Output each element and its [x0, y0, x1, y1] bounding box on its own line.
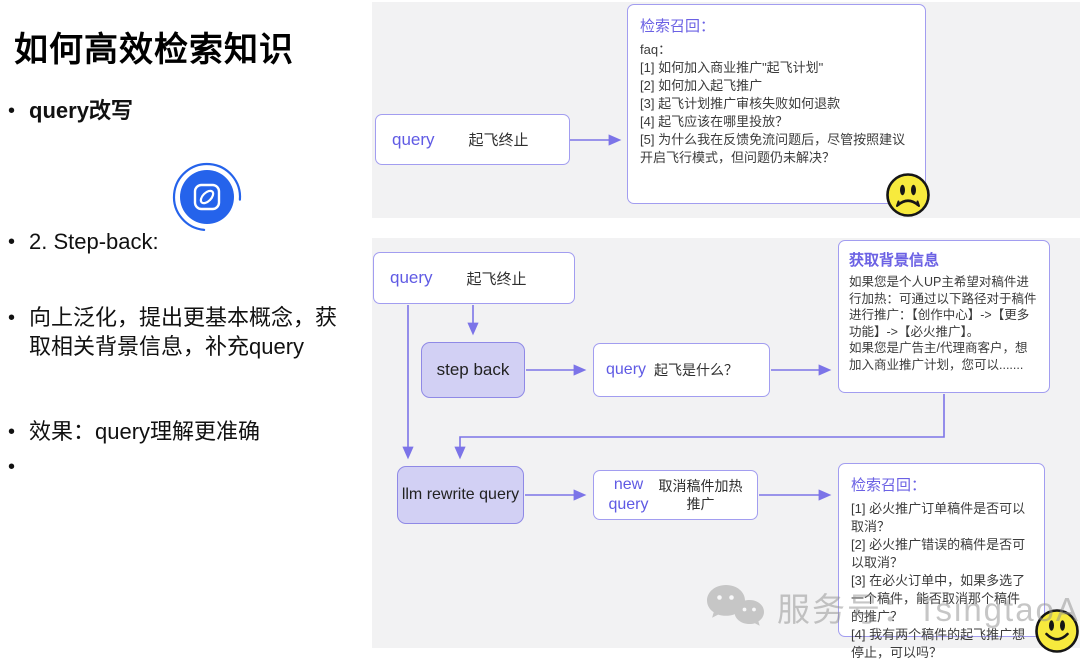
query-value: 起飞是什么？ [654, 362, 739, 378]
query-label: query [390, 268, 433, 287]
recall-line: [2] 必火推广错误的稿件是否可以取消？ [851, 536, 1026, 570]
generalized-query-box: query 起飞是什么？ [593, 343, 770, 397]
query-label: query [606, 361, 647, 378]
new-query-value-line1: 取消稿件加热 [658, 477, 743, 494]
watermark: 服务号：TsingtaoAI [703, 583, 1080, 631]
bullet-generalize: 向上泛化，提出更基本概念，获取相关背景信息，补充query [0, 303, 348, 361]
background-info-line: 如果您是广告主/代理商客户，想加入商业推广计划，您可以....... [849, 341, 1028, 372]
bullet-query-rewrite: query改写 [0, 96, 350, 125]
llm-rewrite-query-box: llm rewrite query [397, 466, 524, 524]
bullet-text: 2. Step-back: [29, 229, 159, 254]
retrieval-recall-box-top: 检索召回： faq： [1] 如何加入商业推广"起飞计划" [2] 如何加入起飞… [627, 4, 926, 204]
new-query-label-line2: query [608, 496, 649, 513]
recall-title: 检索召回： [851, 477, 927, 494]
recall-line: [1] 必火推广订单稿件是否可以取消？ [851, 501, 1026, 534]
step-back-label: step back [436, 360, 510, 379]
new-query-value-line2: 推广 [686, 496, 715, 512]
recall-line: [1] 如何加入商业推广"起飞计划" [640, 59, 824, 75]
query-label: query [392, 129, 435, 149]
llm-rewrite-label: llm rewrite query [401, 486, 520, 503]
bullet-text: 效果：query理解更准确 [29, 419, 261, 444]
wechat-icon [703, 583, 765, 631]
background-info-line: 如果您是个人UP主希望对稿件进行加热：可通过以下路径对于稿件进行推广：【创作中心… [849, 275, 1037, 339]
bullet-text: 向上泛化，提出更基本概念，获取相关背景信息，补充query [29, 305, 338, 360]
sad-face-icon [884, 171, 932, 219]
recall-line: [4] 起飞应该在哪里投放？ [640, 113, 789, 129]
query-box-top: query 起飞终止 [375, 114, 570, 165]
new-query-box: new query 取消稿件加热 推广 [593, 470, 758, 520]
page-title: 如何高效检索知识 [14, 31, 294, 69]
recall-line: faq： [640, 42, 672, 57]
query-value: 起飞终止 [468, 132, 529, 149]
new-query-label-line1: new [613, 476, 644, 493]
bullet-text: query改写 [29, 98, 133, 123]
recall-line: [5] 为什么我在反馈免流问题后，尽管按照建议开启飞行模式，但问题仍未解决？ [640, 131, 906, 165]
bullet-empty [0, 452, 350, 480]
recall-line: [3] 起飞计划推广审核失败如何退款 [640, 95, 841, 111]
step-back-box: step back [421, 342, 525, 398]
recall-line: [3] 在必火订单中，如果多选了一个稿件，能否取消那个稿件的推广？ [851, 572, 1026, 624]
query-value: 起飞终止 [466, 270, 527, 288]
watermark-text: 服务号：TsingtaoAI [777, 591, 1080, 628]
bullet-effect: 效果：query理解更准确 [0, 417, 360, 446]
recall-line: [2] 如何加入起飞推广 [640, 77, 763, 93]
recall-title: 检索召回： [640, 18, 716, 35]
background-info-title: 获取背景信息 [849, 252, 940, 269]
bullet-step-back: 2. Step-back: [0, 227, 350, 256]
background-info-box: 获取背景信息 如果您是个人UP主希望对稿件进行加热：可通过以下路径对于稿件进行推… [838, 240, 1050, 393]
happy-face-icon [1033, 607, 1080, 655]
query-box-bottom: query 起飞终止 [373, 252, 575, 304]
edit-icon [170, 160, 246, 236]
